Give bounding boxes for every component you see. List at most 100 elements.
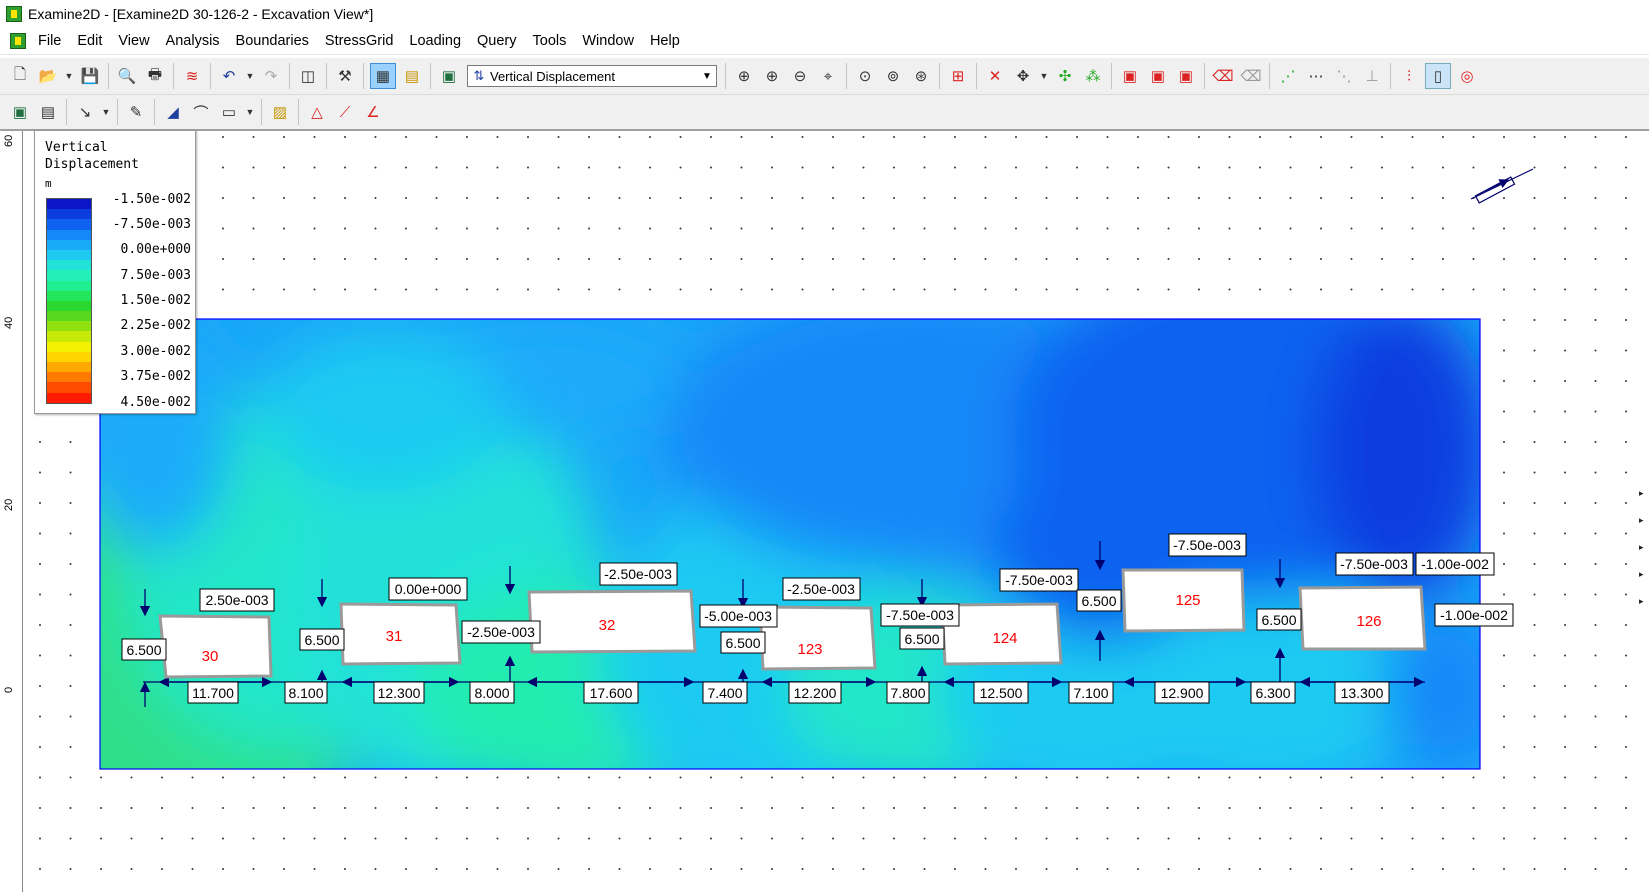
external-boundary[interactable] [99, 318, 1481, 770]
legend-color-band [47, 270, 91, 281]
delete-icon[interactable]: ✕ [988, 68, 1002, 85]
excavation-126[interactable] [1298, 585, 1427, 651]
contours-icon[interactable]: ≋ [185, 68, 199, 85]
menu-query[interactable]: Query [477, 33, 517, 49]
svg-text:8.100: 8.100 [288, 685, 323, 701]
legend-color-band [47, 280, 91, 291]
callouts: 2.50e-003 0.00e+000 -2.50e-003 -2.50e-00… [121, 533, 1514, 704]
arrow-right-icon[interactable]: ▸ [1639, 515, 1644, 525]
legend-value: 1.50e-002 [120, 293, 191, 308]
ruler-icon[interactable]: ⟋ [339, 103, 351, 121]
right-edge-arrows[interactable]: ▸ ▸ ▸ ▸ ▸ [1639, 480, 1649, 640]
arc-icon[interactable]: ⌒ [193, 104, 209, 122]
arrow-right-icon[interactable]: ▸ [1639, 569, 1644, 579]
zoom-in-icon[interactable]: ⊕ [765, 68, 779, 85]
grid-icon[interactable]: ⁂ [1085, 68, 1101, 85]
mirror-icon[interactable]: ⫶ [1407, 67, 1411, 85]
report-icon[interactable]: ▤ [40, 104, 56, 121]
legend-title-line1: Vertical [45, 140, 108, 155]
excavation-label-124: 124 [992, 630, 1017, 647]
legend[interactable]: Vertical Displacement m -1.50e-002 -7.50… [34, 130, 196, 414]
legend-value: 3.75e-002 [120, 369, 191, 384]
zoom-previous-icon[interactable]: ⊚ [886, 68, 900, 85]
open-dropdown-icon[interactable]: ▼ [64, 71, 74, 81]
rectangle-dropdown-icon[interactable]: ▼ [245, 107, 255, 117]
add-point-icon[interactable]: ⊞ [951, 68, 965, 85]
arrow-dropdown-icon[interactable]: ▼ [101, 107, 111, 117]
print-preview-icon[interactable]: 🔍 [117, 68, 137, 85]
angle-icon[interactable]: ∠ [366, 104, 380, 121]
callout-val30: 2.50e-003 [199, 588, 275, 612]
legend-value: 3.00e-002 [120, 344, 191, 359]
menu-loading[interactable]: Loading [409, 33, 462, 49]
query-a-icon[interactable]: ⋰ [1280, 68, 1296, 85]
zoom-pan-icon[interactable]: ⌖ [823, 67, 833, 85]
sheet-icon[interactable]: ▣ [12, 104, 28, 121]
move-dropdown-icon[interactable]: ▼ [1039, 71, 1049, 81]
erase-b-icon[interactable]: ⌫ [1240, 68, 1262, 85]
arrow-right-icon[interactable]: ▸ [1639, 596, 1644, 606]
menu-view[interactable]: View [118, 33, 150, 49]
undo-icon[interactable]: ↶ [222, 68, 236, 85]
svg-text:-1.00e-002: -1.00e-002 [1440, 607, 1508, 623]
info-icon[interactable]: ▣ [441, 68, 457, 85]
svg-text:2.50e-003: 2.50e-003 [205, 592, 268, 608]
svg-text:6.500: 6.500 [304, 632, 339, 648]
data-type-select[interactable]: ⇅ Vertical Displacement ▼ [467, 65, 717, 87]
menu-window[interactable]: Window [582, 33, 634, 49]
query-d-icon[interactable]: ⊥ [1365, 68, 1379, 85]
select-c-icon[interactable]: ▣ [1178, 68, 1194, 85]
svg-text:7.100: 7.100 [1073, 685, 1108, 701]
menu-file[interactable]: File [38, 33, 62, 49]
legend-unit: m [45, 177, 52, 190]
menu-stressgrid[interactable]: StressGrid [324, 33, 394, 49]
menu-edit[interactable]: Edit [77, 33, 103, 49]
dim-w126: 13.300 [1334, 681, 1390, 704]
pencil-icon[interactable]: ✎ [129, 104, 143, 121]
rectangle-icon[interactable]: ▭ [221, 104, 237, 121]
arrow-right-icon[interactable]: ▸ [1639, 488, 1644, 498]
undo-dropdown-icon[interactable]: ▼ [245, 71, 255, 81]
legend-color-band [47, 260, 91, 271]
dim-h126: 6.500 [1256, 608, 1302, 631]
arrow-select-icon[interactable]: ↘ [78, 104, 92, 121]
compute-icon[interactable]: ⚒ [338, 68, 352, 85]
save-icon[interactable]: 💾 [80, 68, 100, 85]
query-b-icon[interactable]: ⋯ [1308, 68, 1324, 85]
target-icon[interactable]: ◎ [1460, 68, 1474, 85]
open-icon[interactable]: 📂 [38, 68, 58, 85]
stress-icon[interactable]: ▤ [404, 68, 420, 85]
redo-icon[interactable]: ↷ [264, 68, 278, 85]
select-a-icon[interactable]: ▣ [1122, 68, 1138, 85]
menu-tools[interactable]: Tools [532, 33, 567, 49]
excavation-view[interactable]: 30 31 32 123 124 125 126 2.50e-003 0.00e… [23, 131, 1649, 892]
document-icon[interactable] [10, 33, 26, 49]
excavation-30[interactable] [158, 614, 273, 679]
move-icon[interactable]: ✥ [1016, 68, 1030, 85]
zoom-extents-icon[interactable]: ⊛ [914, 68, 928, 85]
polyline-icon[interactable]: ◢ [167, 104, 179, 121]
menu-help[interactable]: Help [649, 33, 680, 49]
excavation-125[interactable] [1121, 568, 1246, 633]
select-b-icon[interactable]: ▣ [1150, 68, 1166, 85]
interpret-icon[interactable]: ▦ [370, 63, 396, 89]
triangle-icon[interactable]: △ [311, 104, 323, 121]
print-icon[interactable]: 🖶 [147, 65, 163, 83]
svg-text:7.800: 7.800 [890, 685, 925, 701]
query-c-icon[interactable]: ⋱ [1336, 68, 1352, 85]
svg-text:-2.50e-003: -2.50e-003 [467, 624, 535, 640]
zoom-excavation-icon[interactable]: ⊙ [858, 68, 872, 85]
excavation-plot: 30 31 32 123 124 125 126 2.50e-003 0.00e… [23, 131, 1649, 892]
zoom-all-icon[interactable]: ⊕ [737, 68, 751, 85]
callout-val31b: -2.50e-003 [461, 620, 541, 644]
snap-icon[interactable]: ✣ [1058, 68, 1072, 85]
erase-a-icon[interactable]: ⌫ [1212, 68, 1234, 85]
menu-boundaries[interactable]: Boundaries [235, 33, 309, 49]
clipboard-icon[interactable]: ▯ [1425, 63, 1451, 89]
menu-analysis[interactable]: Analysis [165, 33, 220, 49]
layout-icon[interactable]: ◫ [300, 68, 316, 85]
new-icon[interactable]: 🗋 [13, 65, 27, 83]
zoom-out-icon[interactable]: ⊖ [793, 68, 807, 85]
image-icon[interactable]: ▨ [272, 104, 288, 121]
arrow-right-icon[interactable]: ▸ [1639, 542, 1644, 552]
